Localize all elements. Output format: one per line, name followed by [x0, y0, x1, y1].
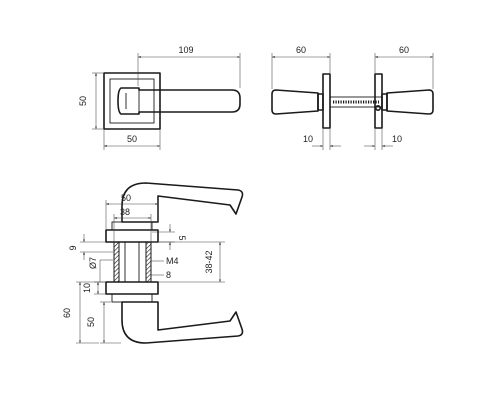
label-m4: M4	[166, 256, 179, 266]
dim-offset-10: 10	[82, 283, 92, 293]
upper-lever-section	[121, 182, 244, 223]
dim-diameter-7: Ø7	[88, 257, 98, 269]
left-rose-side	[322, 73, 331, 129]
lower-rose-section	[105, 281, 159, 295]
right-screw-section	[145, 241, 152, 283]
dim-door-38-42: 38-42	[204, 250, 214, 273]
dim-width-109: 109	[178, 45, 193, 55]
label-screw-8: 8	[166, 270, 171, 280]
front-view: 109 50 50	[78, 45, 241, 150]
left-lever-side	[271, 89, 319, 115]
dim-left-60: 60	[296, 45, 306, 55]
dim-lever-rose-50: 50	[86, 317, 96, 327]
square-rose-outer	[103, 72, 161, 130]
dim-inner-38: 38	[120, 207, 130, 217]
dim-rose-9: 9	[68, 245, 78, 250]
grub-screw	[374, 105, 381, 112]
dim-rose-50: 50	[127, 134, 137, 144]
dim-gap-5: 5	[177, 235, 187, 240]
section-view: 50 38 9 Ø7 5 M4 8 38-42	[62, 182, 244, 344]
side-view: 60 60 10 10	[271, 45, 434, 150]
lower-lever-section	[121, 301, 244, 344]
square-rose-inner	[109, 78, 155, 124]
dim-right-60: 60	[399, 45, 409, 55]
dim-height-50: 50	[78, 96, 88, 106]
lower-rose-boss	[111, 293, 153, 303]
lever-front	[117, 87, 241, 115]
right-lever-side	[386, 89, 434, 115]
dim-lever-60: 60	[62, 308, 72, 318]
upper-rose-boss	[111, 221, 153, 231]
dim-rose-width-50: 50	[121, 193, 131, 203]
spindle-section	[124, 241, 140, 283]
left-screw-section	[113, 241, 120, 283]
dim-left-10: 10	[303, 134, 313, 144]
dim-right-10: 10	[392, 134, 402, 144]
